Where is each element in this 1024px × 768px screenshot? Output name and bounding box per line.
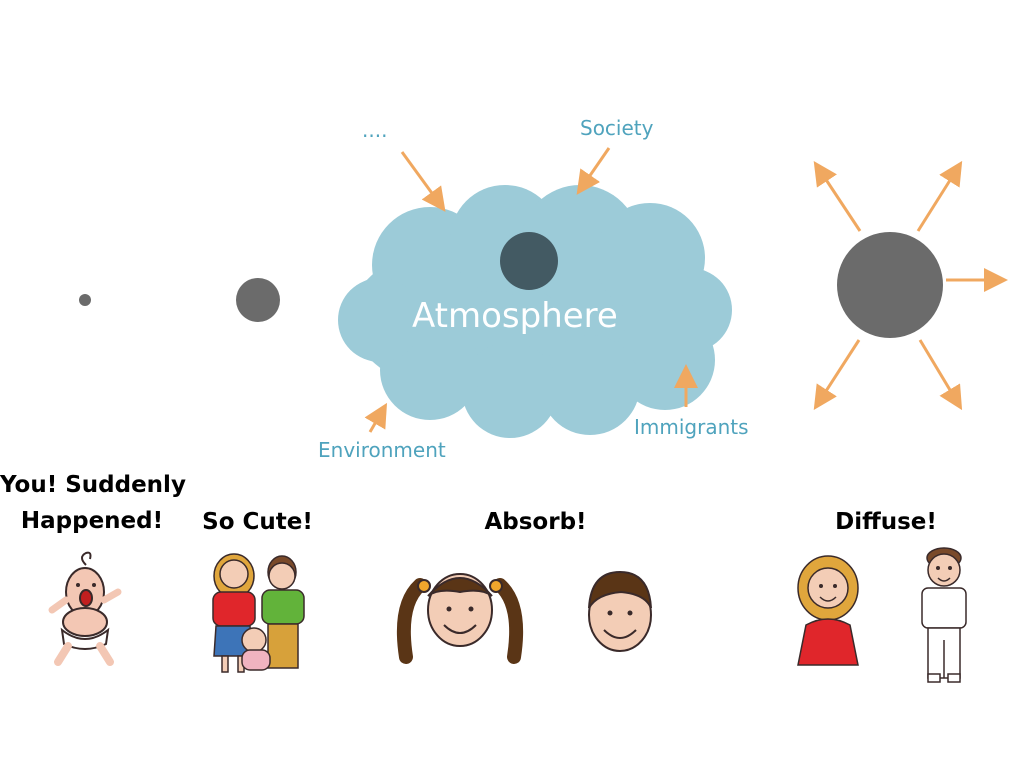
man-icon <box>921 547 967 683</box>
absorbing-core <box>500 232 558 290</box>
baby-icon <box>48 551 122 666</box>
caption-you-line1: You! Suddenly <box>0 472 186 498</box>
diffuse-arrow-upleft <box>813 160 862 232</box>
influence-society-label: Society <box>580 116 654 140</box>
girl-face-icon <box>396 573 524 664</box>
arrow-dots <box>400 151 446 212</box>
arrow-society <box>576 147 611 195</box>
tiny-dot <box>79 294 91 306</box>
influence-immigrants-label: Immigrants <box>634 415 749 439</box>
large-dot <box>837 232 943 338</box>
boy-face-icon <box>588 570 652 652</box>
diffuse-arrow-upright <box>916 160 963 232</box>
woman-icon <box>797 555 859 666</box>
caption-so-cute: So Cute! <box>202 509 313 535</box>
influence-dots-label: .... <box>362 118 388 142</box>
influence-environment-label: Environment <box>318 438 446 462</box>
family-icon <box>212 553 305 673</box>
caption-you-line2: Happened! <box>20 507 164 534</box>
caption-absorb: Absorb! <box>484 509 587 535</box>
diffuse-arrow-downright <box>918 339 963 411</box>
atmosphere-cloud <box>338 185 732 438</box>
arrow-environment <box>364 402 388 433</box>
caption-you-suddenly-happened: You! Suddenly Happened! <box>0 468 186 539</box>
cloud-label: Atmosphere <box>412 296 618 336</box>
small-dot <box>236 278 280 322</box>
caption-diffuse: Diffuse! <box>835 509 937 535</box>
diffuse-arrow-downleft <box>813 339 861 411</box>
